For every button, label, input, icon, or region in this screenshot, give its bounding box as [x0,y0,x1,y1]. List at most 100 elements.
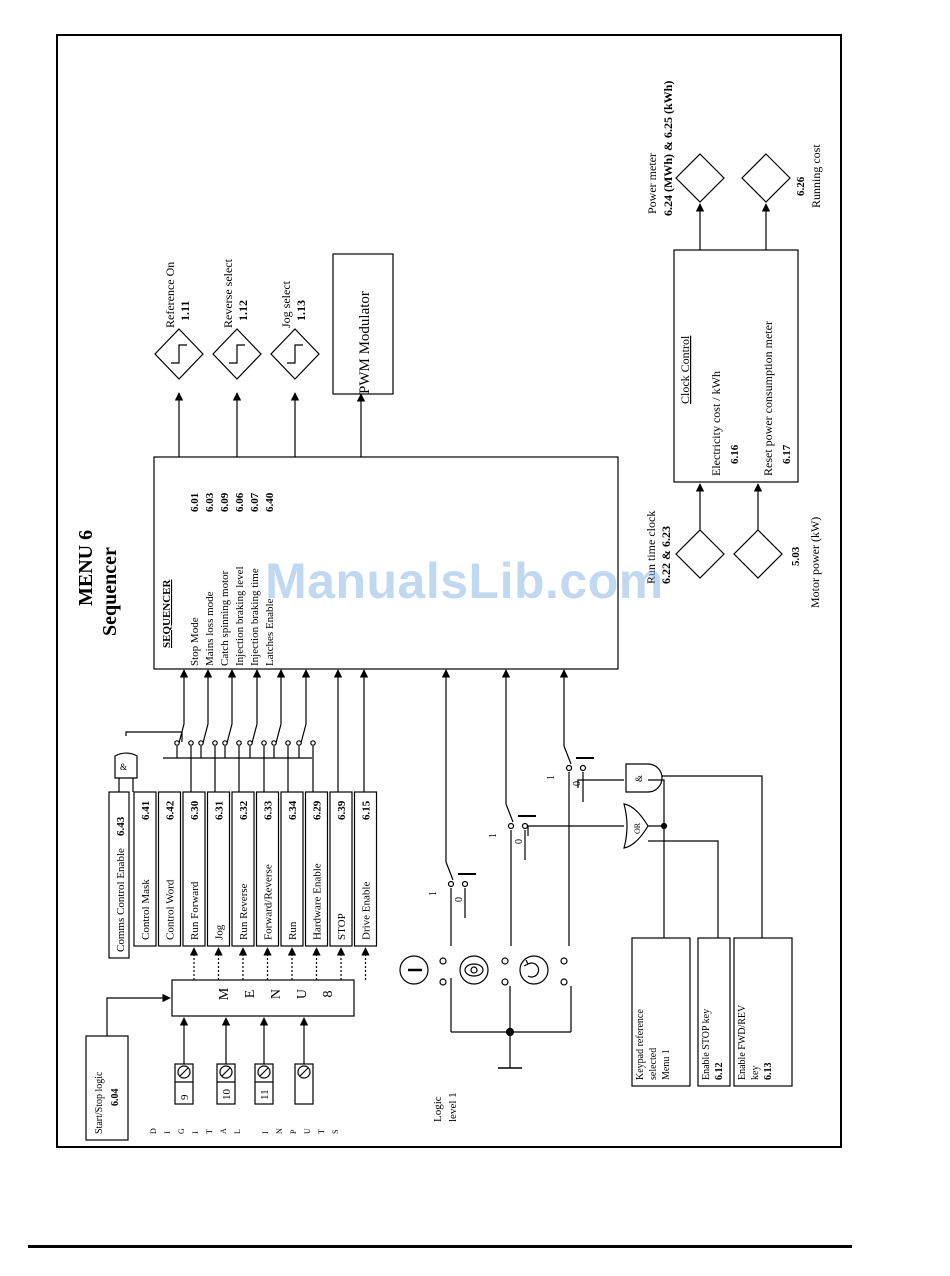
comms-register-param: 6.41 [140,801,152,820]
digital-inputs-letter: G [177,1128,186,1134]
digital-inputs-letter: U [303,1128,312,1134]
page-bottom-rule [28,1245,852,1248]
keypad-option-label: Enable STOP key [701,1009,712,1080]
run-time-clock-diamond [675,529,725,579]
switch-level-one: 1 [428,891,439,896]
reverse-select-diamond [212,328,262,380]
comms-control-enable-param: 6.43 [115,816,127,836]
running-cost-diamond [741,153,791,203]
clock-control-param1: 6.16 [729,444,741,464]
terminal-number: 9 [179,1094,191,1100]
run-key-contacts [439,957,452,986]
keypad-option-box [733,937,793,1087]
clock-control-box [673,249,799,483]
run-key-icon [399,955,429,985]
comms-register-box [304,791,329,947]
comms-register-box [182,791,206,947]
comms-register-box [255,791,280,947]
motor-power-diamond [733,529,783,579]
sequencer-row-param: 6.40 [264,492,276,512]
clock-control-line2: Reset power consumption meter [761,321,775,476]
comms-register-label: Run Forward [189,881,201,940]
sequencer-row-label: Injection braking time [249,568,261,666]
clock-control-line1: Electricity cost / kWh [709,371,723,476]
menu8-box [171,979,355,1017]
comms-register-param: 6.33 [263,800,275,820]
comms-register-label: Run [287,921,299,940]
menu8-letter: E [243,990,258,999]
sequencer-row-label: Mains loss mode [204,591,216,666]
menu8-letter: N [269,989,284,999]
stop-key-contacts [501,957,509,986]
digital-inputs-letter: I [163,1131,172,1134]
comms-register-label: Control Word [165,879,177,940]
digital-inputs-letter: I [191,1131,200,1134]
output-label: Reverse select [221,258,235,328]
sequencer-heading: SEQUENCER [161,578,173,648]
comms-register-param: 6.30 [189,800,201,820]
sequencer-box [153,456,619,670]
comms-register-param: 6.32 [238,800,250,820]
menu-title: MENU 6 [75,530,97,606]
sequencer-row-label: Stop Mode [189,617,201,666]
sequencer-row-param: 6.09 [219,492,231,512]
keypad-option-param: 6.12 [714,1063,725,1081]
comms-register-label: STOP [336,913,348,940]
digital-inputs-letter: P [289,1129,298,1134]
comms-register-label: Control Mask [140,879,152,940]
output-param: 1.13 [294,300,308,321]
comms-control-enable-label: Comms Control Enable [115,848,127,952]
digital-inputs-letter: N [275,1128,284,1134]
switch-level-zero: 0 [454,897,465,902]
logic-level-label-1: Logic [432,1096,444,1122]
digital-inputs-letter: I [261,1131,270,1134]
keypad-option-label: selected [648,1048,659,1080]
comms-and-gate-label: & [120,762,127,772]
digital-inputs-letter: T [205,1129,214,1134]
output-label: Reference On [163,262,177,328]
power-meter-param: 6.24 (MWh) & 6.25 (kWh) [661,81,675,216]
motor-power-param: 5.03 [790,546,802,566]
jog-select-diamond [270,328,320,380]
comms-register-box [231,791,255,947]
power-meter-diamond [675,153,725,203]
comms-register-param: 6.31 [214,801,226,820]
fwd-rev-key-icon [519,955,549,985]
comms-selector-switches [163,669,369,792]
run-time-clock-label: Run time clock [644,511,658,584]
sequencer-row-param: 6.01 [189,493,201,512]
comms-register-label: Jog [214,924,226,940]
fwd-rev-key-contacts [560,957,568,986]
digital-inputs-letter: S [331,1130,340,1134]
sequencer-row-label: Latches Enable [264,598,276,666]
keypad-option-box [631,937,691,1087]
reference-on-diamond [154,328,204,380]
comms-register-param: 6.15 [361,800,373,820]
keypad-or-gate-label: OR [633,822,642,834]
menu8-letter: M [217,987,232,1000]
output-param: 1.12 [236,300,250,321]
comms-register-param: 6.29 [312,800,324,820]
stop-key-icon [459,955,489,985]
switch-level-one: 1 [488,833,499,838]
start-stop-logic-param: 6.04 [110,1089,121,1107]
menu8-letter: U [295,989,310,999]
switch-level-one: 1 [546,775,557,780]
comms-register-label: Forward/Reverse [263,864,275,940]
clock-control-param2: 6.17 [781,444,793,464]
keypad-option-box [697,937,731,1087]
comms-and-gate: & [114,752,138,779]
digital-inputs-letter: D [149,1128,158,1134]
digital-inputs-letter: L [233,1129,242,1134]
keypad-option-label: Menu 1 [661,1049,672,1080]
keypad-or-gate: OR [623,803,649,849]
comms-register-box [157,791,182,947]
keypad-and-gate-label: & [634,775,644,782]
comms-register-label: Hardware Enable [312,863,324,940]
